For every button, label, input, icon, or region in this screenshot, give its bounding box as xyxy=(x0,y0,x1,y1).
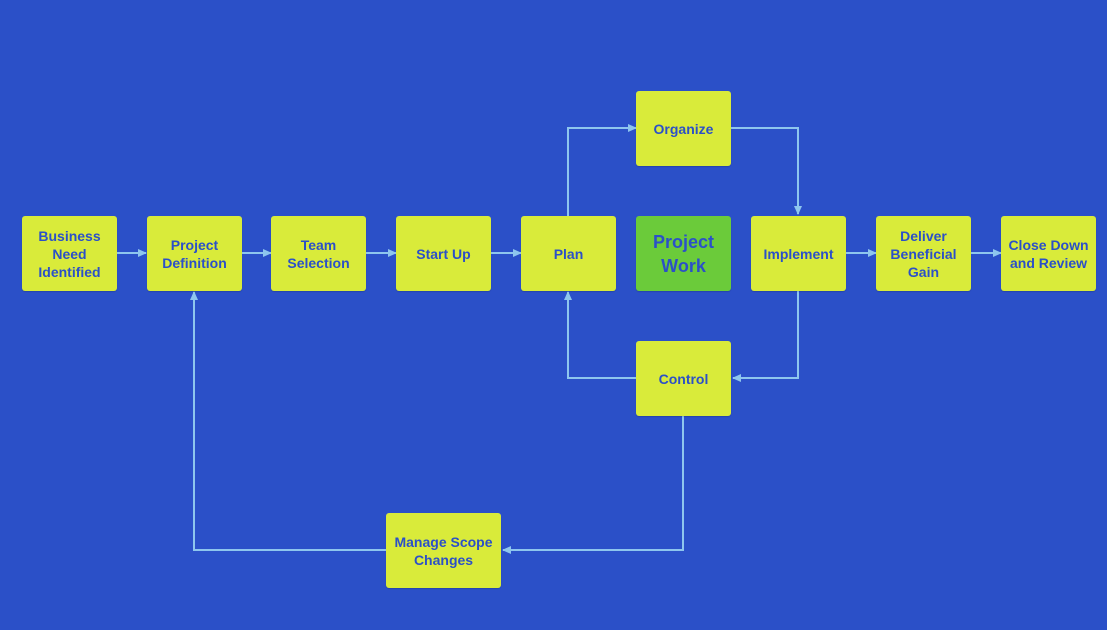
node-label: Business Need Identified xyxy=(38,227,101,280)
node-close-down-and-review: Close Down and Review xyxy=(1001,216,1096,291)
node-project-work: Project Work xyxy=(636,216,731,291)
edge-manage-scope-to-project-definition xyxy=(190,291,386,551)
node-label: Manage Scope Changes xyxy=(394,533,493,568)
node-manage-scope-changes: Manage Scope Changes xyxy=(386,513,501,588)
edge-implement-to-control xyxy=(732,291,799,382)
edge-organize-to-implement xyxy=(731,127,802,215)
node-label: Implement xyxy=(763,245,834,262)
node-implement: Implement xyxy=(751,216,846,291)
node-label: Project Work xyxy=(652,231,715,276)
node-label: Close Down and Review xyxy=(1008,236,1089,271)
node-label: Control xyxy=(658,370,709,387)
node-label: Deliver Beneficial Gain xyxy=(890,227,957,280)
edge-control-to-plan xyxy=(564,291,636,379)
node-organize: Organize xyxy=(636,91,731,166)
node-deliver-beneficial-gain: Deliver Beneficial Gain xyxy=(876,216,971,291)
node-control: Control xyxy=(636,341,731,416)
node-start-up: Start Up xyxy=(396,216,491,291)
node-plan: Plan xyxy=(521,216,616,291)
node-label: Project Definition xyxy=(162,236,227,271)
edge-control-to-manage-scope xyxy=(502,415,684,554)
node-project-definition: Project Definition xyxy=(147,216,242,291)
node-label: Start Up xyxy=(416,245,471,262)
node-label: Plan xyxy=(553,245,584,262)
edge-plan-to-organize xyxy=(567,124,637,216)
node-team-selection: Team Selection xyxy=(271,216,366,291)
node-label: Team Selection xyxy=(287,236,350,271)
node-label: Organize xyxy=(653,120,714,137)
node-business-need-identified: Business Need Identified xyxy=(22,216,117,291)
